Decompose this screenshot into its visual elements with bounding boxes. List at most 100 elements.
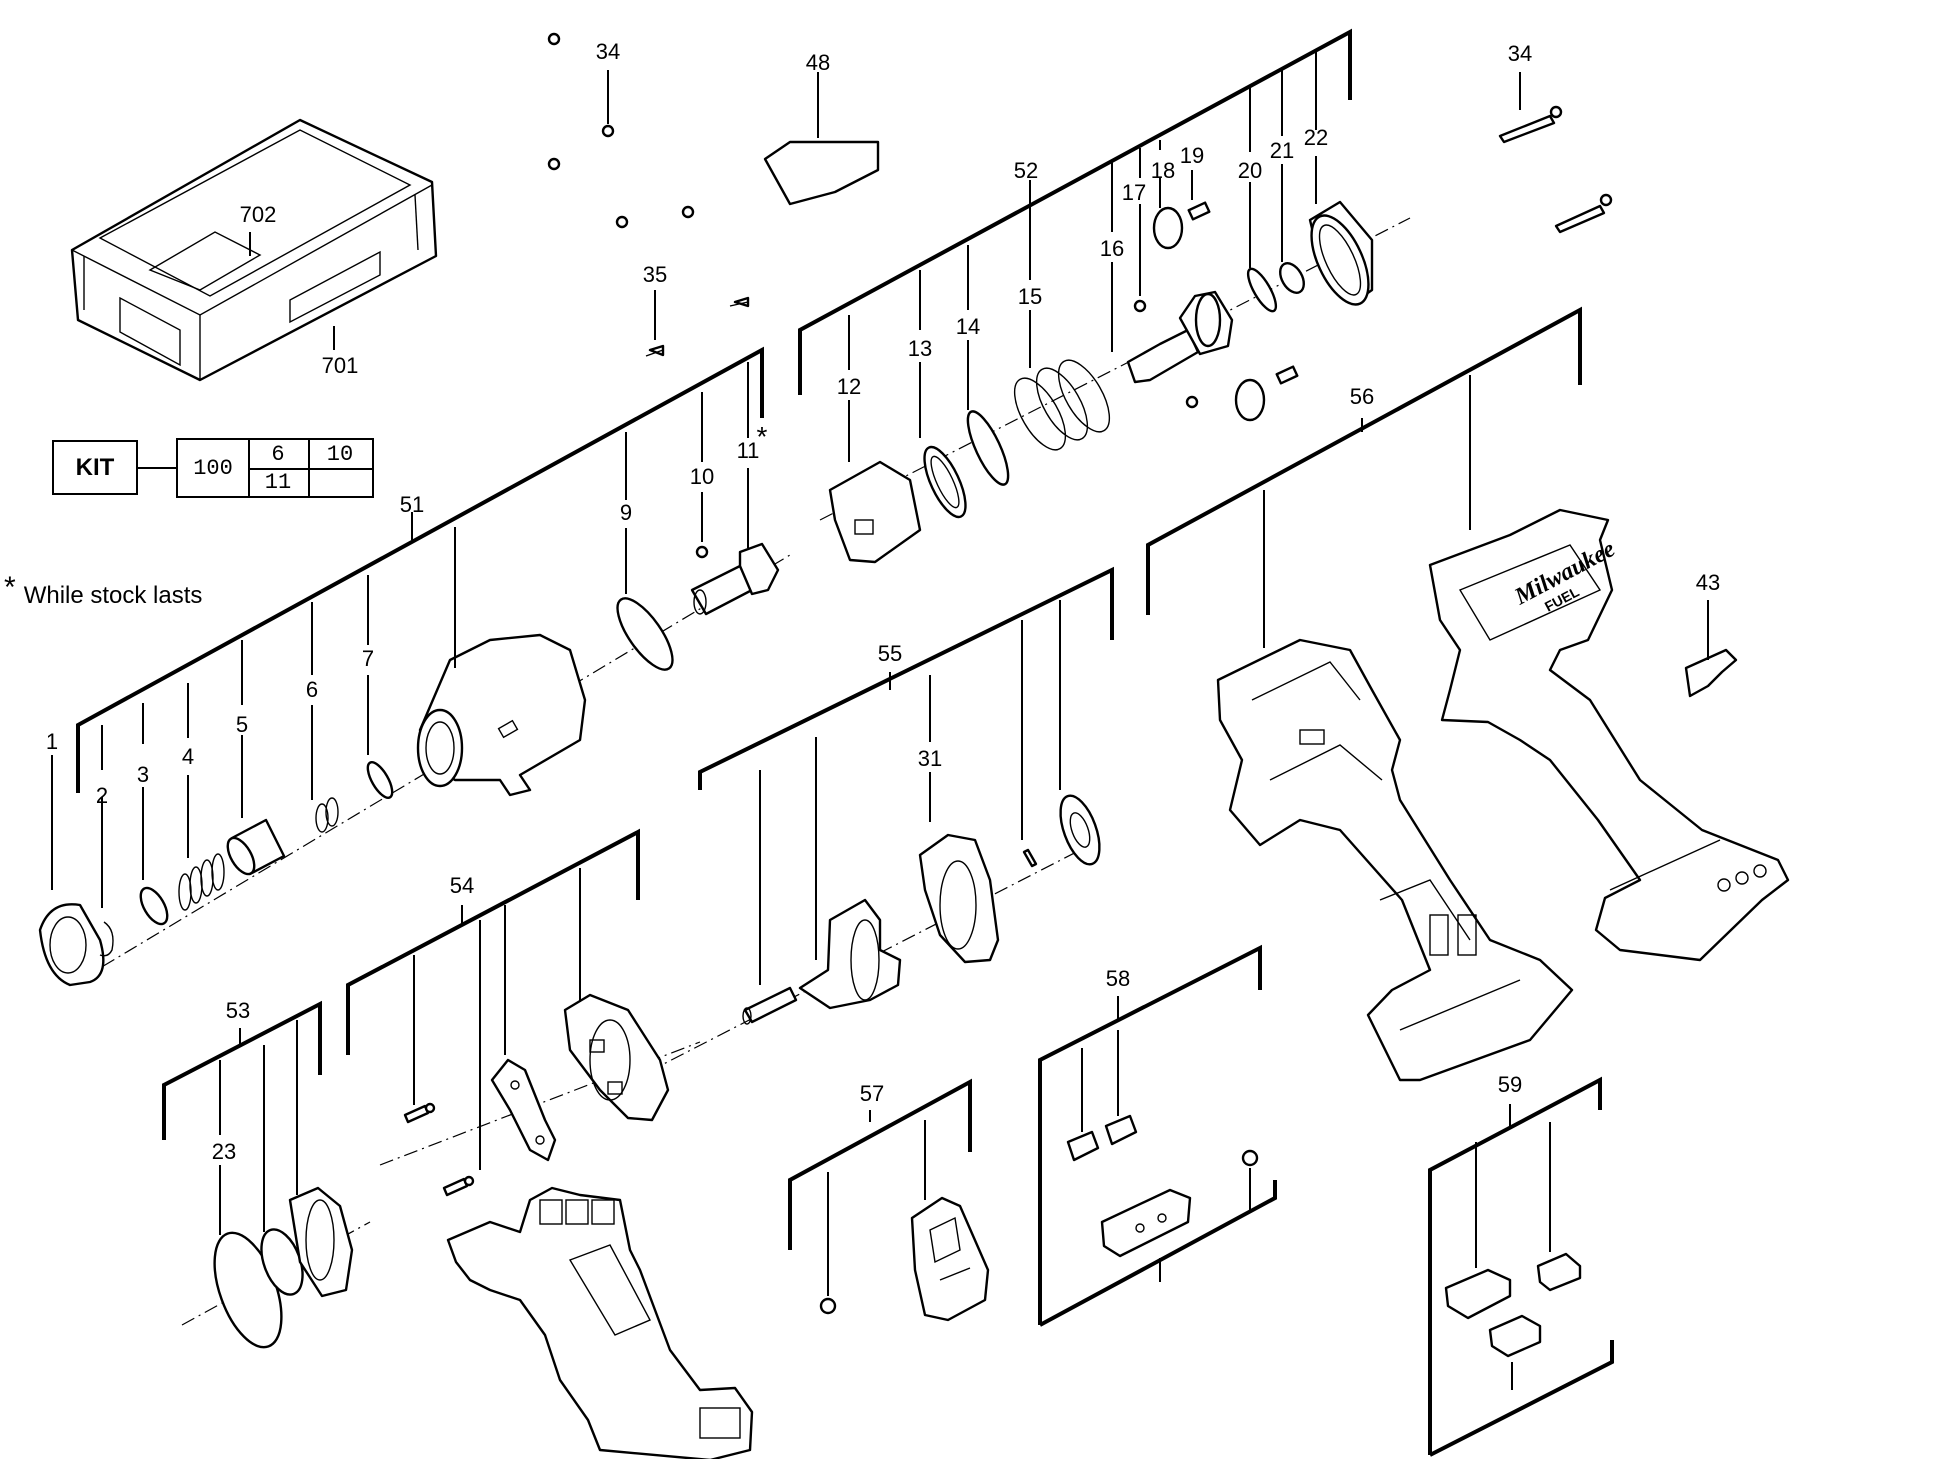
bracket-51: [76, 346, 764, 793]
part-7-o-ring: [366, 761, 394, 799]
part-6-spring-clip: [315, 797, 339, 833]
part-58-ring: [1241, 1149, 1259, 1167]
axis-line-rear: [819, 217, 1411, 521]
callout-4: 4: [182, 744, 194, 769]
part-55-key: [1022, 848, 1038, 868]
callout-54: 54: [450, 873, 474, 898]
star-marker-11: *: [757, 421, 768, 452]
part-1-nose-cap: [38, 903, 105, 987]
callout-6: 6: [306, 677, 318, 702]
footnote-text: While stock lasts: [23, 582, 203, 609]
callout-52: 52: [1014, 158, 1038, 183]
part-3-ring: [139, 886, 169, 926]
kit-main-number: 100: [178, 440, 250, 496]
bracket-59: [1428, 1076, 1602, 1455]
callout-15: 15: [1018, 284, 1042, 309]
callout-34-right: 34: [1508, 41, 1532, 66]
callout-21: 21: [1270, 138, 1294, 163]
callout-701: 701: [322, 353, 359, 378]
bracket-55: [698, 566, 1114, 790]
kit-table: 100 6 10 11: [176, 438, 374, 498]
kit-label: KIT: [52, 440, 138, 495]
callout-11: 11: [737, 438, 760, 463]
part-55-fan: [1059, 794, 1101, 866]
callout-23: 23: [212, 1139, 236, 1164]
part-55-shaft: [742, 986, 798, 1025]
callout-55: 55: [878, 641, 902, 666]
bracket-53: [162, 1000, 322, 1140]
callout-31: 31: [918, 746, 942, 771]
callout-20: 20: [1238, 158, 1262, 183]
callout-5: 5: [236, 712, 248, 737]
part-21-bearing: [1279, 262, 1305, 294]
part-56-left-housing: [1216, 638, 1574, 1082]
kit-item-1: 6: [248, 440, 310, 470]
callout-59: 59: [1498, 1072, 1522, 1097]
part-54-screws: [403, 1102, 475, 1197]
part-17-ball-2: [1185, 395, 1199, 409]
part-15-spring: [1013, 359, 1111, 451]
callout-57: 57: [860, 1081, 884, 1106]
part-13-ball-ring: [923, 445, 967, 519]
label-plate-48: [763, 140, 880, 206]
bracket-56: [1146, 306, 1582, 615]
part-58-terminal-block: [1100, 1188, 1192, 1258]
screws-35: [645, 296, 750, 357]
callout-56: 56: [1350, 384, 1374, 409]
part-4-spring: [178, 853, 225, 911]
callout-702: 702: [240, 202, 277, 227]
callout-1: 1: [46, 729, 58, 754]
part-53-end-cap: [288, 1186, 354, 1298]
callout-48: 48: [806, 50, 830, 75]
axis-line-motor: [647, 844, 1091, 1073]
kit-item-2: 10: [308, 440, 372, 470]
part-54-plate: [490, 1058, 557, 1162]
bracket-58-bottom: [1039, 1180, 1277, 1327]
part-17-ball: [1133, 299, 1147, 313]
callout-43: 43: [1696, 570, 1720, 595]
callout-34-left: 34: [596, 39, 620, 64]
part-20-o-ring: [1246, 267, 1278, 313]
part-18-planet-gear: [1152, 206, 1266, 422]
bracket-59-bottom: [1429, 1340, 1614, 1457]
bracket-54: [346, 828, 640, 1055]
part-55-rotor: [798, 898, 902, 1010]
part-11-anvil: [690, 542, 780, 616]
callout-16: 16: [1100, 236, 1124, 261]
callout-22: 22: [1304, 125, 1328, 150]
part-12-hammer: [828, 460, 922, 564]
callout-35: 35: [643, 262, 667, 287]
footnote-symbol: *: [4, 571, 16, 604]
screws-34-left: [547, 32, 695, 229]
part-43-clip: [1684, 648, 1738, 698]
bracket-52: [798, 28, 1352, 395]
part-56-right-housing: Milwaukee FUEL: [1428, 508, 1790, 962]
callout-17: 17: [1122, 180, 1146, 205]
part-16-spindle: [1126, 290, 1234, 384]
callout-51: 51: [400, 492, 424, 517]
screws-34-right: [1498, 105, 1613, 234]
bracket-58: [1038, 944, 1262, 1325]
footnote: * While stock lasts: [4, 571, 202, 610]
callout-53: 53: [226, 998, 250, 1023]
part-10-ball: [695, 545, 709, 559]
callout-9: 9: [620, 500, 632, 525]
part-31-stator: [918, 833, 1000, 964]
part-58-clips: [1066, 1114, 1138, 1162]
callout-18: 18: [1151, 158, 1175, 183]
axis-line-switch: [379, 1041, 701, 1166]
part-5-sleeve: [226, 818, 286, 876]
part-gear-housing: [416, 633, 587, 797]
carry-case: [70, 118, 438, 382]
callout-13: 13: [908, 336, 932, 361]
callout-58: 58: [1106, 966, 1130, 991]
part-54-switch-handle: [446, 1186, 754, 1459]
kit-item-3: 11: [248, 468, 310, 496]
callout-19: 19: [1180, 143, 1204, 168]
part-59-terminals: [1444, 1252, 1582, 1358]
part-14-washer: [966, 410, 1010, 486]
part-57-nut: [819, 1297, 837, 1315]
part-54-controller: [563, 993, 670, 1122]
callout-10: 10: [690, 464, 714, 489]
